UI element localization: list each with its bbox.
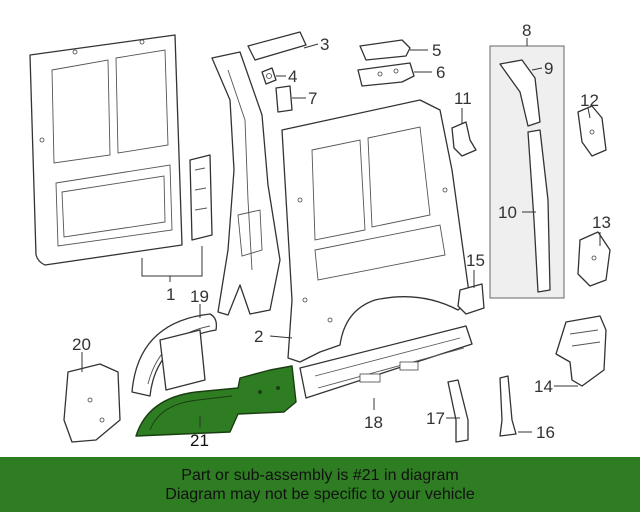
part-7-bracket[interactable] — [275, 85, 293, 113]
callout-12: 12 — [580, 91, 599, 110]
banner-line-part: Part or sub-assembly is #21 in diagram — [181, 466, 459, 484]
part-3-bracket[interactable] — [247, 31, 307, 61]
callout-9: 9 — [544, 59, 553, 78]
callout-3: 3 — [320, 35, 329, 54]
callout-19: 19 — [190, 287, 209, 306]
part-20-bracket[interactable] — [63, 363, 121, 443]
callout-6: 6 — [436, 63, 445, 82]
part-21-inner-wheelhouse-highlighted[interactable] — [135, 365, 297, 437]
part-info-banner: Part or sub-assembly is #21 in diagram D… — [0, 457, 640, 512]
part-1-door-bracket[interactable] — [189, 154, 213, 241]
callout-11: 11 — [454, 89, 472, 108]
part-3-b-pillar[interactable] — [211, 51, 281, 316]
part-12-bracket[interactable] — [577, 105, 607, 157]
callout-18: 18 — [364, 413, 383, 432]
part-16-bracket[interactable] — [499, 375, 517, 437]
callout-21: 21 — [190, 431, 209, 450]
part-17-bracket[interactable] — [447, 379, 469, 443]
part-18-rocker-panel[interactable] — [299, 325, 473, 399]
callout-2: 2 — [254, 327, 263, 346]
part-10-pillar-reinforcement[interactable] — [527, 129, 551, 293]
callout-15: 15 — [466, 251, 485, 270]
part-19-wheelhouse[interactable] — [131, 313, 218, 397]
callout-8: 8 — [522, 21, 531, 40]
part-15-bracket[interactable] — [457, 283, 485, 315]
callout-4: 4 — [288, 67, 297, 86]
part-1-sliding-door[interactable] — [29, 34, 183, 266]
part-4-clip[interactable] — [261, 67, 277, 85]
part-14-rear-corner[interactable] — [555, 315, 607, 387]
callout-14: 14 — [534, 377, 553, 396]
callout-16: 16 — [536, 423, 555, 442]
callout-20: 20 — [72, 335, 91, 354]
callout-1: 1 — [166, 285, 175, 304]
part-9-upper-reinforcement[interactable] — [499, 59, 541, 127]
part-11-bracket[interactable] — [451, 121, 477, 157]
callout-10: 10 — [498, 203, 517, 222]
callout-13: 13 — [592, 213, 611, 232]
callout-7: 7 — [308, 89, 317, 108]
part-5-bracket[interactable] — [359, 39, 411, 61]
part-13-bracket[interactable] — [577, 231, 611, 287]
leader-lines — [81, 38, 601, 433]
part-2-body-side-panel[interactable] — [281, 99, 471, 363]
callout-17: 17 — [426, 409, 445, 428]
exploded-parts-diagram: 1 2 3 4 5 6 7 8 9 10 11 12 13 14 15 16 1… — [29, 21, 611, 450]
callout-5: 5 — [432, 41, 441, 60]
banner-line-disclaimer: Diagram may not be specific to your vehi… — [165, 485, 475, 503]
part-6-bracket[interactable] — [357, 62, 415, 87]
